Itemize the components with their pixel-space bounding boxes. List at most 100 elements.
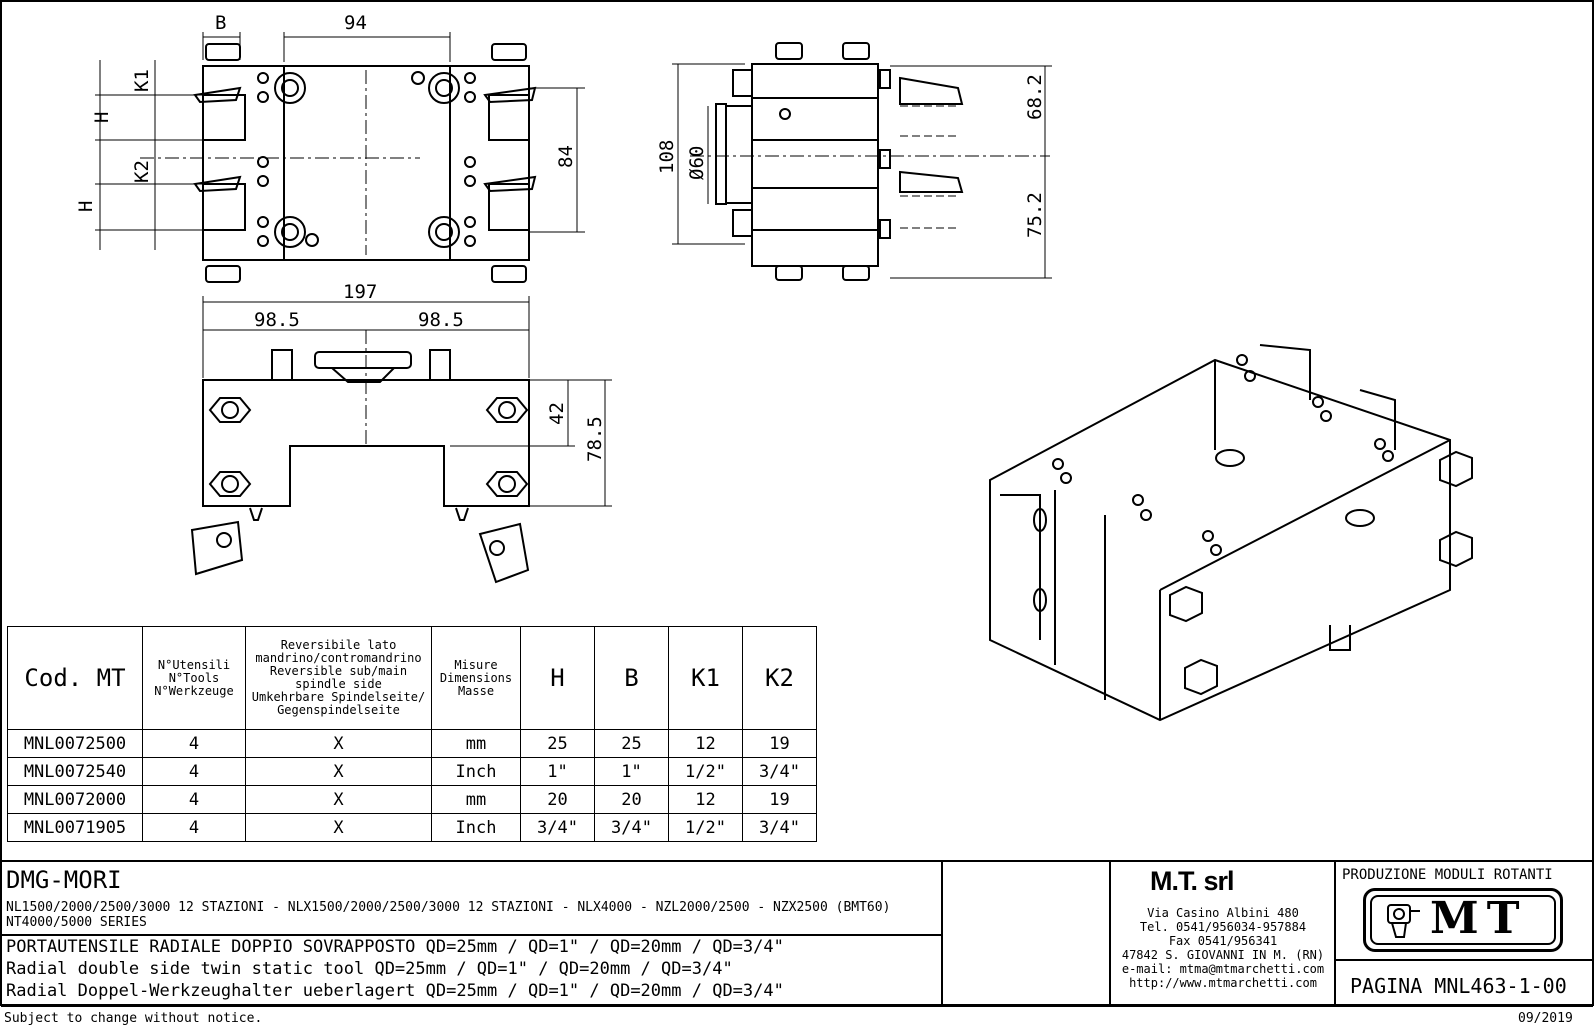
cell-b: 1" [594, 757, 669, 786]
footer-date: 09/2019 [1518, 1011, 1573, 1026]
description-english: Radial double side twin static tool QD=2… [6, 959, 733, 979]
header-reversible-line: Umkehrbare Spindelseite/ [251, 690, 426, 704]
dim-d60: Ø60 [686, 146, 708, 180]
header-code: Cod. MT [7, 626, 143, 730]
header-tools-en: N°Tools [168, 670, 220, 685]
cell-code: MNL0072500 [7, 729, 143, 758]
cell-reversible: X [245, 785, 432, 814]
cell-tools: 4 [142, 813, 246, 842]
cell-b: 25 [594, 729, 669, 758]
address-line: 47842 S. GIOVANNI IN M. (RN) [1121, 948, 1325, 962]
footer-notice: Subject to change without notice. [4, 1011, 263, 1026]
isometric-view [989, 344, 1473, 722]
cell-k2: 19 [742, 785, 817, 814]
cell-k2: 3/4" [742, 757, 817, 786]
machines-list: NL1500/2000/2500/3000 12 STAZIONI - NLX1… [6, 900, 891, 915]
table-row: MNL0072540 4 X Inch 1" 1" 1/2" 3/4" [7, 757, 817, 786]
dim-75-2: 75.2 [1024, 192, 1046, 238]
dim-k1: K1 [131, 69, 153, 92]
side-view [715, 42, 964, 281]
dim-84: 84 [555, 145, 577, 168]
cell-k1: 12 [668, 729, 743, 758]
production-label: PRODUZIONE MODULI ROTANTI [1342, 867, 1553, 883]
header-tools-it: N°Utensili [157, 657, 231, 672]
header-tools-de: N°Werkzeuge [154, 683, 234, 698]
header-units-en: Dimensions [439, 670, 513, 685]
dim-108: 108 [656, 140, 678, 174]
address-line: Tel. 0541/956034-957884 [1139, 920, 1307, 934]
mt-logo: MT [1363, 888, 1563, 952]
address-line: http://www.mtmarchetti.com [1129, 976, 1317, 990]
cell-k1: 12 [668, 785, 743, 814]
cell-units: mm [431, 785, 521, 814]
series-label: NT4000/5000 SERIES [6, 915, 147, 930]
page-code: PAGINA MNL463-1-00 [1350, 974, 1567, 998]
cell-h: 1" [520, 757, 595, 786]
cell-code: MNL0072540 [7, 757, 143, 786]
cell-units: Inch [431, 757, 521, 786]
dim-78-5: 78.5 [584, 416, 606, 462]
address-line: Fax 0541/956341 [1168, 934, 1278, 948]
cell-units: mm [431, 729, 521, 758]
cell-reversible: X [245, 729, 432, 758]
company-name: M.T. srl [1150, 866, 1235, 896]
rotating-module-icon [1387, 904, 1420, 938]
dim-94: 94 [344, 12, 367, 34]
cell-h: 3/4" [520, 813, 595, 842]
table-row: MNL0071905 4 X Inch 3/4" 3/4" 1/2" 3/4" [7, 813, 817, 842]
cell-units: Inch [431, 813, 521, 842]
header-k2: K2 [742, 626, 817, 730]
header-reversible-line: spindle side [295, 677, 382, 691]
spec-table: Cod. MT N°Utensili N°Tools N°Werkzeuge R… [7, 626, 817, 842]
table-header-row: Cod. MT N°Utensili N°Tools N°Werkzeuge R… [7, 626, 817, 730]
header-h: H [520, 626, 595, 730]
company-address: Via Casino Albini 480 Tel. 0541/956034-9… [1112, 906, 1334, 990]
address-line: e-mail: mtma@mtmarchetti.com [1121, 962, 1325, 976]
mt-logo-inner [1370, 895, 1556, 945]
header-units: Misure Dimensions Masse [431, 626, 521, 730]
header-reversible-line: Reversible sub/main [269, 664, 408, 678]
table-row: MNL0072500 4 X mm 25 25 12 19 [7, 729, 817, 758]
cell-k1: 1/2" [668, 813, 743, 842]
dim-68-2: 68.2 [1024, 74, 1046, 120]
header-b: B [594, 626, 669, 730]
mt-logo-text: MT [1430, 893, 1528, 944]
cell-k2: 19 [742, 729, 817, 758]
front-view [190, 349, 530, 584]
dim-42: 42 [546, 402, 568, 425]
header-k1: K1 [668, 626, 743, 730]
description-german: Radial Doppel-Werkzeughalter ueberlagert… [6, 981, 784, 1001]
top-view [193, 43, 537, 283]
brand-title: DMG-MORI [6, 866, 122, 894]
address-line: Via Casino Albini 480 [1147, 906, 1299, 920]
cell-b: 20 [594, 785, 669, 814]
header-units-de: Masse [457, 683, 495, 698]
header-reversible-line: Gegenspindelseite [277, 703, 400, 717]
cell-tools: 4 [142, 757, 246, 786]
dim-98-5-left: 98.5 [254, 309, 300, 331]
cell-tools: 4 [142, 729, 246, 758]
dim-h-bottom: H [75, 201, 97, 212]
cell-h: 20 [520, 785, 595, 814]
cell-code: MNL0072000 [7, 785, 143, 814]
header-reversible-line: mandrino/contromandrino [255, 651, 422, 665]
dim-98-5-right: 98.5 [418, 309, 464, 331]
description-italian: PORTAUTENSILE RADIALE DOPPIO SOVRAPPOSTO… [6, 937, 784, 957]
cell-reversible: X [245, 813, 432, 842]
cell-b: 3/4" [594, 813, 669, 842]
table-row: MNL0072000 4 X mm 20 20 12 19 [7, 785, 817, 814]
dim-h-top: H [91, 112, 113, 123]
cell-k1: 1/2" [668, 757, 743, 786]
dim-197: 197 [343, 281, 377, 303]
header-reversible: Reversibile lato mandrino/contromandrino… [245, 626, 432, 730]
dim-k2: K2 [131, 160, 153, 183]
title-block-frame [1, 860, 1593, 1007]
cell-h: 25 [520, 729, 595, 758]
dim-b: B [215, 12, 226, 34]
cell-code: MNL0071905 [7, 813, 143, 842]
cell-k2: 3/4" [742, 813, 817, 842]
header-reversible-line: Reversibile lato [280, 638, 397, 652]
cell-tools: 4 [142, 785, 246, 814]
header-tools: N°Utensili N°Tools N°Werkzeuge [142, 626, 246, 730]
